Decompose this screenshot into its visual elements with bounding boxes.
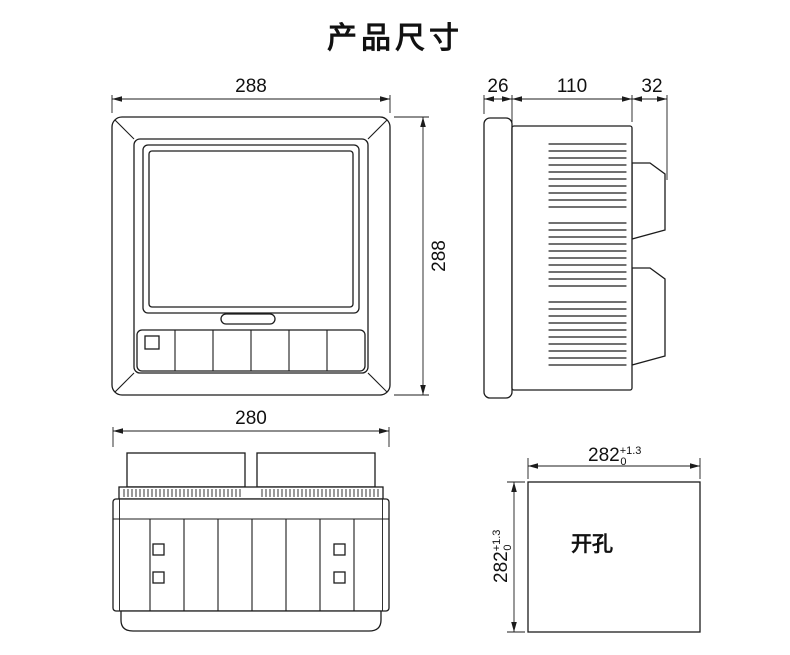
bezel-depth-label: 26 xyxy=(487,76,508,97)
terminal-block-left xyxy=(126,452,246,488)
terminal-block-right xyxy=(256,452,376,488)
vent-group-top xyxy=(548,143,627,208)
side-depth-dimensions: 26 110 32 xyxy=(483,76,668,180)
screen-display xyxy=(148,150,354,308)
front-height-label: 288 xyxy=(429,240,450,272)
extension-lines xyxy=(112,427,390,447)
rear-depth-label: 32 xyxy=(641,76,662,97)
vent-group-middle xyxy=(548,222,627,287)
front-width-dimension: 288 xyxy=(111,76,391,113)
front-height-dimension: 288 xyxy=(394,116,450,396)
button-strip-dividers xyxy=(174,330,328,371)
terminal-comb-right xyxy=(261,489,379,497)
fastener-square xyxy=(152,571,165,584)
body-depth-label: 110 xyxy=(557,76,587,97)
page-title: 产品尺寸 xyxy=(327,22,463,55)
panel-cutout xyxy=(527,481,701,633)
bottom-width-label: 280 xyxy=(235,408,267,429)
cutout-label: 开孔 xyxy=(571,533,613,556)
side-view xyxy=(483,117,666,399)
card-slot xyxy=(220,313,276,325)
terminal-comb-left xyxy=(123,489,241,497)
cutout-square xyxy=(527,481,701,633)
front-width-label: 288 xyxy=(235,76,267,97)
fastener-square xyxy=(333,543,346,556)
extension-lines xyxy=(394,116,429,396)
mounting-bracket-upper xyxy=(631,162,666,240)
function-key xyxy=(144,335,160,350)
cutout-height-label: 282+1.30 xyxy=(491,530,514,583)
side-bezel-profile xyxy=(483,117,513,399)
body-divider-lines xyxy=(119,499,383,611)
cutout-height-dimension: 282+1.30 xyxy=(491,481,525,633)
bezel-chamfer-lines xyxy=(114,119,388,393)
terminal-strip xyxy=(118,486,384,500)
fastener-square xyxy=(333,571,346,584)
extension-lines xyxy=(111,95,391,113)
fastener-square xyxy=(152,543,165,556)
bottom-cap xyxy=(120,610,382,632)
bottom-width-dimension: 280 xyxy=(112,408,390,447)
bottom-view xyxy=(112,452,390,632)
vent-group-bottom xyxy=(548,301,627,366)
front-view xyxy=(111,116,391,396)
mounting-bracket-lower xyxy=(631,267,666,366)
